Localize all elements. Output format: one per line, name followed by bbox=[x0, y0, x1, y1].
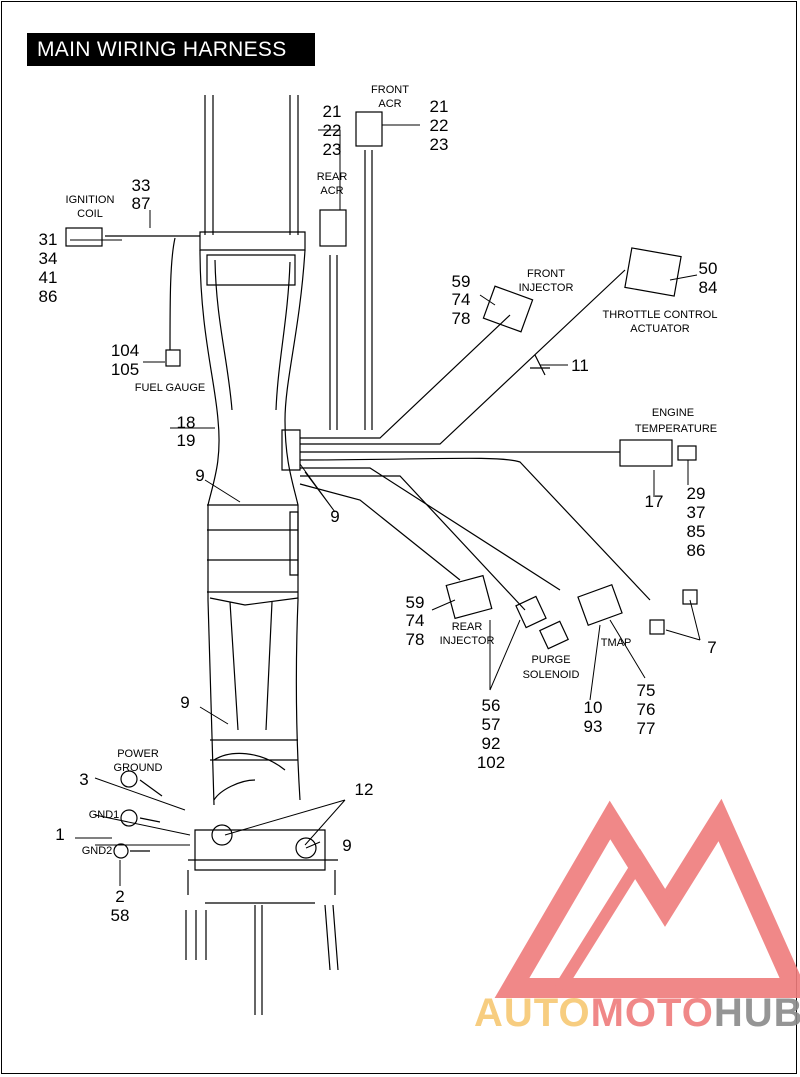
callout-75: 75 bbox=[637, 681, 656, 700]
callout-56: 56 bbox=[482, 696, 501, 715]
watermark-text-hub: HUB bbox=[714, 991, 800, 1035]
callout-105: 105 bbox=[111, 360, 139, 379]
callout-12: 12 bbox=[355, 780, 374, 799]
leader-lines bbox=[70, 124, 701, 886]
callout-85: 85 bbox=[687, 522, 706, 541]
callout-34: 34 bbox=[39, 249, 58, 268]
watermark-text-auto: AUTO bbox=[474, 991, 591, 1035]
ignition-coil-label-1: IGNITION bbox=[66, 194, 115, 206]
callout-7: 7 bbox=[707, 638, 716, 657]
callout-78-front: 78 bbox=[452, 309, 471, 328]
gnd2-label: GND2 bbox=[82, 845, 113, 857]
purge-solenoid-label-1: PURGE bbox=[531, 654, 570, 666]
callout-22-front: 22 bbox=[430, 116, 449, 135]
rear-injector-label-2: INJECTOR bbox=[440, 635, 495, 647]
rear-injector-label-1: REAR bbox=[452, 621, 483, 633]
watermark-logo: AUTOMOTOHUB bbox=[474, 798, 800, 1035]
callout-22-rear: 22 bbox=[323, 121, 342, 140]
diagram-title: MAIN WIRING HARNESS bbox=[27, 33, 315, 66]
callout-31: 31 bbox=[39, 230, 58, 249]
rear-acr-label-2: ACR bbox=[320, 185, 343, 197]
callout-41: 41 bbox=[39, 268, 58, 287]
power-ground-label-1: POWER bbox=[117, 748, 159, 760]
engine-temp-label-2: TEMPERATURE bbox=[635, 423, 717, 435]
captions: FRONT ACR REAR ACR IGNITION COIL FUEL GA… bbox=[66, 84, 718, 857]
callout-76: 76 bbox=[637, 700, 656, 719]
power-ground-label-2: GROUND bbox=[114, 762, 163, 774]
front-injector-label-2: INJECTOR bbox=[519, 282, 574, 294]
throttle-label-2: ACTUATOR bbox=[630, 323, 690, 335]
callout-93: 93 bbox=[584, 717, 603, 736]
callout-29: 29 bbox=[687, 484, 706, 503]
watermark-triangle-icon bbox=[494, 798, 800, 998]
callout-59-rear: 59 bbox=[406, 593, 425, 612]
callout-19: 19 bbox=[177, 431, 196, 450]
callout-77: 77 bbox=[637, 719, 656, 738]
callout-3: 3 bbox=[79, 770, 88, 789]
callout-9-upper: 9 bbox=[195, 466, 204, 485]
callout-9-bottom: 9 bbox=[342, 836, 351, 855]
ignition-coil-label-2: COIL bbox=[77, 208, 103, 220]
callout-9-lower: 9 bbox=[180, 693, 189, 712]
callout-59-front: 59 bbox=[452, 272, 471, 291]
callout-102: 102 bbox=[477, 753, 505, 772]
callout-numbers: 21 22 23 21 22 23 33 87 31 34 41 86 104 … bbox=[39, 97, 718, 925]
throttle-label-1: THROTTLE CONTROL bbox=[603, 309, 718, 321]
callout-17: 17 bbox=[645, 492, 664, 511]
callout-58: 58 bbox=[111, 906, 130, 925]
callout-74-rear: 74 bbox=[406, 611, 425, 630]
callout-23-rear: 23 bbox=[323, 140, 342, 159]
engine-temp-label-1: ENGINE bbox=[652, 407, 694, 419]
front-acr-label-2: ACR bbox=[378, 98, 401, 110]
callout-37: 37 bbox=[687, 503, 706, 522]
callout-78-rear: 78 bbox=[406, 630, 425, 649]
callout-57: 57 bbox=[482, 715, 501, 734]
callout-74-front: 74 bbox=[452, 290, 471, 309]
callout-21-front: 21 bbox=[430, 97, 449, 116]
watermark-inner-icon bbox=[554, 848, 671, 992]
frame-drawing bbox=[65, 95, 698, 1015]
callout-50: 50 bbox=[699, 259, 718, 278]
front-acr-label-1: FRONT bbox=[371, 84, 409, 96]
callout-9-right: 9 bbox=[330, 507, 339, 526]
purge-solenoid-label-2: SOLENOID bbox=[523, 669, 580, 681]
rear-acr-label-1: REAR bbox=[317, 171, 348, 183]
tmap-label: TMAP bbox=[601, 637, 632, 649]
callout-104: 104 bbox=[111, 341, 139, 360]
front-injector-label-1: FRONT bbox=[527, 268, 565, 280]
gnd1-label: GND1 bbox=[89, 809, 120, 821]
callout-10: 10 bbox=[584, 698, 603, 717]
callout-23-front: 23 bbox=[430, 135, 449, 154]
callout-87: 87 bbox=[132, 194, 151, 213]
watermark-text-moto: MOTO bbox=[591, 991, 714, 1035]
callout-86-coil: 86 bbox=[39, 287, 58, 306]
callout-2: 2 bbox=[115, 887, 124, 906]
callout-33: 33 bbox=[132, 176, 151, 195]
callout-1: 1 bbox=[55, 825, 64, 844]
callout-86-temp: 86 bbox=[687, 541, 706, 560]
callout-21-rear: 21 bbox=[323, 102, 342, 121]
callout-84: 84 bbox=[699, 278, 718, 297]
callout-92: 92 bbox=[482, 734, 501, 753]
callout-11: 11 bbox=[571, 356, 589, 375]
watermark-text: AUTOMOTOHUB bbox=[474, 991, 800, 1035]
fuel-gauge-label: FUEL GAUGE bbox=[135, 382, 206, 394]
callout-18: 18 bbox=[177, 413, 196, 432]
